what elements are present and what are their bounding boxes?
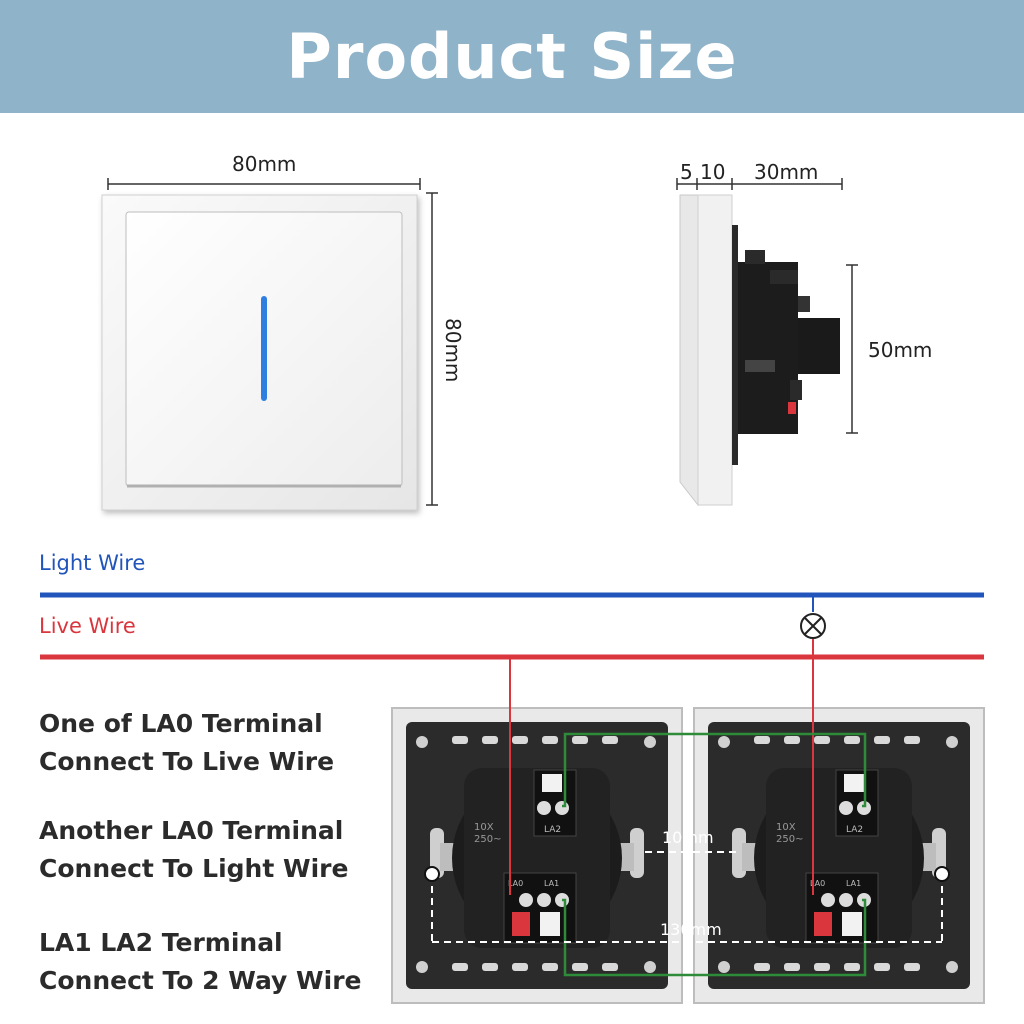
bulb-icon (800, 613, 826, 639)
terminal-la0-label: LA0 (810, 879, 825, 888)
terminal-la2-label: LA2 (846, 825, 863, 835)
rating-label: 10X (474, 822, 494, 833)
front-width-dimension (107, 178, 421, 190)
terminal-la1-label: LA1 (846, 879, 861, 888)
instruction-la0-light: Another LA0 Terminal Connect To Light Wi… (39, 812, 348, 888)
instruction-line: Connect To 2 Way Wire (39, 966, 362, 995)
live-wire-label: Live Wire (39, 614, 136, 638)
page-title: Product Size (286, 20, 738, 93)
front-height-label: 80mm (441, 318, 465, 383)
rating-label: 250~ (776, 834, 803, 845)
instruction-la0-live: One of LA0 Terminal Connect To Live Wire (39, 705, 334, 781)
terminal-la1-label: LA1 (544, 879, 559, 888)
side-height-dimension (846, 264, 858, 434)
instruction-line: LA1 LA2 Terminal (39, 928, 283, 957)
module-spacing-label: 130mm (660, 920, 722, 939)
side-view-switch (679, 194, 840, 507)
gap-dimension-line (431, 851, 943, 943)
indicator-led (261, 296, 267, 401)
instruction-la1-la2: LA1 LA2 Terminal Connect To 2 Way Wire (39, 924, 361, 1000)
side-plate-label: 5 (680, 160, 693, 184)
side-frame-label: 10 (700, 160, 726, 184)
instruction-line: Another LA0 Terminal (39, 816, 344, 845)
light-wire-label: Light Wire (39, 551, 146, 575)
two-way-wire (562, 732, 867, 977)
front-width-label: 80mm (232, 152, 297, 176)
front-view-switch (101, 194, 418, 511)
side-depth-dimension (676, 178, 843, 190)
instruction-line: Connect To Light Wire (39, 854, 349, 883)
header-banner: Product Size (0, 0, 1024, 113)
rating-label: 10X (776, 822, 796, 833)
rating-label: 250~ (474, 834, 501, 845)
terminal-la2-label: LA2 (544, 825, 561, 835)
side-depth-label: 30mm (754, 160, 819, 184)
terminal-la0-label: LA0 (508, 879, 523, 888)
instruction-line: One of LA0 Terminal (39, 709, 323, 738)
side-height-label: 50mm (868, 338, 933, 362)
module-gap-label: 10mm (662, 828, 714, 847)
instruction-line: Connect To Live Wire (39, 747, 335, 776)
front-height-dimension (426, 192, 438, 506)
